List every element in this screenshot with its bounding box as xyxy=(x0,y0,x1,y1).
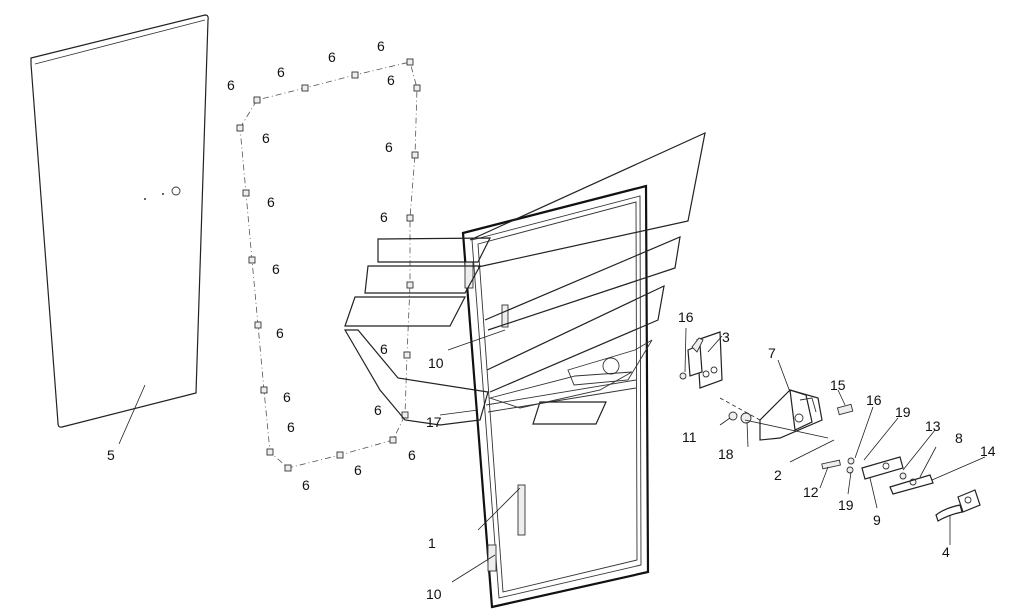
label-19: 19 xyxy=(895,404,911,420)
seal-clip xyxy=(401,411,409,419)
seal-clip xyxy=(413,84,421,92)
label-6: 6 xyxy=(302,477,310,493)
seal-clip xyxy=(301,84,309,92)
label-18: 18 xyxy=(718,446,734,462)
label-6: 6 xyxy=(385,139,393,155)
label-15: 15 xyxy=(830,377,846,393)
label-6: 6 xyxy=(354,462,362,478)
glass-panel-part-5 xyxy=(30,14,209,428)
seal-clip xyxy=(403,351,411,359)
seal-clip xyxy=(336,451,344,459)
label-6: 6 xyxy=(283,389,291,405)
seal-clip xyxy=(351,71,359,79)
label-14: 14 xyxy=(980,443,996,459)
label-19: 19 xyxy=(838,497,854,513)
label-16: 16 xyxy=(678,309,694,325)
label-13: 13 xyxy=(925,418,941,434)
cover-part-7 xyxy=(759,389,823,441)
label-16: 16 xyxy=(866,392,882,408)
label-10: 10 xyxy=(428,355,444,371)
label-6: 6 xyxy=(408,447,416,463)
seal-clip xyxy=(284,464,292,472)
label-4: 4 xyxy=(942,544,950,560)
label-17: 17 xyxy=(426,414,442,430)
label-8: 8 xyxy=(955,430,963,446)
label-2: 2 xyxy=(774,467,782,483)
label-6: 6 xyxy=(227,77,235,93)
label-1: 1 xyxy=(428,535,436,551)
seal-clip xyxy=(406,281,414,289)
label-7: 7 xyxy=(768,345,776,361)
door-frame-part-1 xyxy=(461,184,650,609)
seal-clip xyxy=(236,124,244,132)
label-6: 6 xyxy=(277,64,285,80)
part-labels: 5 6 6 6 6 6 6 6 6 6 6 6 6 6 6 6 6 6 6 6 … xyxy=(107,38,996,602)
label-6: 6 xyxy=(328,49,336,65)
label-6: 6 xyxy=(262,130,270,146)
label-9: 9 xyxy=(873,512,881,528)
label-10: 10 xyxy=(426,586,442,602)
handle-part-4 xyxy=(935,489,981,522)
label-6: 6 xyxy=(272,261,280,277)
seal-clip xyxy=(411,151,419,159)
seal-clip-frame-part-6 xyxy=(236,58,421,472)
seal-clip xyxy=(406,58,414,66)
upper-glass-panels xyxy=(343,131,706,426)
seal-clip xyxy=(254,321,262,329)
seal-clip xyxy=(389,436,397,444)
seal-clip xyxy=(242,189,250,197)
lock-part-3 xyxy=(679,331,723,389)
label-5: 5 xyxy=(107,447,115,463)
label-6: 6 xyxy=(377,38,385,54)
seal-clip xyxy=(266,448,274,456)
label-12: 12 xyxy=(803,484,819,500)
label-11: 11 xyxy=(682,429,697,445)
leader-lines xyxy=(118,327,986,583)
seal-clip xyxy=(253,96,261,104)
label-6: 6 xyxy=(374,402,382,418)
fastener-parts xyxy=(728,403,855,474)
seal-clip xyxy=(406,214,414,222)
label-6: 6 xyxy=(267,194,275,210)
plate-parts xyxy=(861,456,934,495)
label-6: 6 xyxy=(276,325,284,341)
label-6: 6 xyxy=(380,209,388,225)
label-6: 6 xyxy=(387,72,395,88)
seal-clip xyxy=(260,386,268,394)
label-6: 6 xyxy=(287,419,295,435)
label-3: 3 xyxy=(722,329,730,345)
label-6: 6 xyxy=(380,341,388,357)
seal-clip xyxy=(248,256,256,264)
